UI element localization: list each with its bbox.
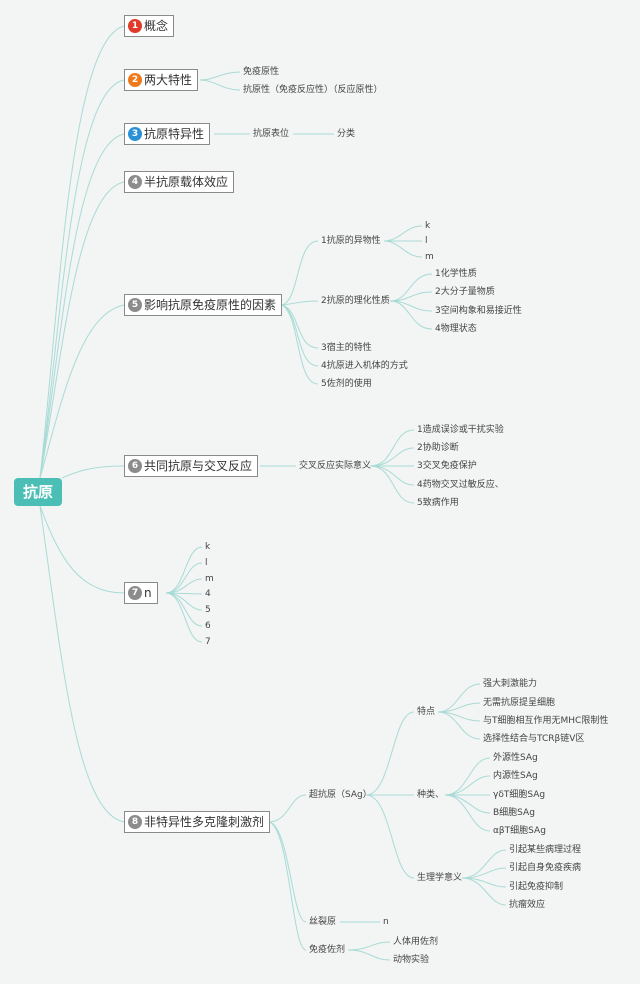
node-superantigen[interactable]: 超抗原（SAg） <box>309 790 372 800</box>
root-node[interactable]: 抗原 <box>14 478 62 506</box>
node-endogenous-sag[interactable]: 内源性SAg <box>493 771 538 781</box>
node-ab-t-sag[interactable]: αβT细胞SAg <box>493 826 546 836</box>
node-antitumor[interactable]: 抗瘤效应 <box>509 900 546 910</box>
topic-label: 共同抗原与交叉反应 <box>144 459 253 473</box>
node-b-cell-sag[interactable]: B细胞SAg <box>493 808 535 818</box>
number-badge: 6 <box>128 459 142 473</box>
number-badge: 2 <box>128 73 142 87</box>
node-mitogen[interactable]: 丝裂原 <box>309 917 337 927</box>
topic-two-properties[interactable]: 2 两大特性 <box>124 69 199 91</box>
node-foreignness-l[interactable]: l <box>425 236 428 246</box>
node-physical-state[interactable]: 4物理状态 <box>435 324 477 334</box>
node-pathogenic[interactable]: 5致病作用 <box>417 498 459 508</box>
topic-polyclonal-stimulators[interactable]: 8 非特异性多克隆刺激剂 <box>124 811 271 833</box>
node-7-6[interactable]: 6 <box>205 621 211 631</box>
topic-n[interactable]: 7 n <box>124 582 158 604</box>
node-animal-experiment[interactable]: 动物实验 <box>393 955 430 965</box>
node-gd-t-sag[interactable]: γδT细胞SAg <box>493 790 546 800</box>
node-7-5[interactable]: 5 <box>205 605 211 615</box>
node-mitogen-n[interactable]: n <box>383 917 389 927</box>
node-types[interactable]: 种类、 <box>417 790 445 800</box>
node-cross-reaction-significance[interactable]: 交叉反应实际意义 <box>299 461 372 471</box>
node-adjuvant[interactable]: 5佐剂的使用 <box>321 379 372 389</box>
number-badge: 3 <box>128 127 142 141</box>
topic-hapten-carrier[interactable]: 4 半抗原载体效应 <box>124 171 235 193</box>
node-human-adjuvant[interactable]: 人体用佐剂 <box>393 937 439 947</box>
node-exogenous-sag[interactable]: 外源性SAg <box>493 753 538 763</box>
topic-specificity[interactable]: 3 抗原特异性 <box>124 123 211 145</box>
node-immunosuppression[interactable]: 引起免疫抑制 <box>509 882 564 892</box>
node-route[interactable]: 4抗原进入机体的方式 <box>321 361 408 371</box>
topic-label: 非特异性多克隆刺激剂 <box>144 815 265 829</box>
node-7-7[interactable]: 7 <box>205 637 211 647</box>
node-assist-diagnosis[interactable]: 2协助诊断 <box>417 443 459 453</box>
node-classification[interactable]: 分类 <box>337 129 356 139</box>
node-chemical-nature[interactable]: 1化学性质 <box>435 269 477 279</box>
node-foreignness[interactable]: 1抗原的异物性 <box>321 236 381 246</box>
topic-label: n <box>144 586 152 600</box>
topic-concept[interactable]: 1 概念 <box>124 15 175 37</box>
node-immune-adjuvant[interactable]: 免疫佐剂 <box>309 945 346 955</box>
node-7-m[interactable]: m <box>205 574 214 584</box>
number-badge: 8 <box>128 815 142 829</box>
node-7-4[interactable]: 4 <box>205 589 211 599</box>
topic-immunogenicity-factors[interactable]: 5 影响抗原免疫原性的因素 <box>124 294 283 316</box>
topic-label: 两大特性 <box>144 73 193 87</box>
topic-common-antigen[interactable]: 6 共同抗原与交叉反应 <box>124 455 259 477</box>
node-antigenicity[interactable]: 抗原性（免疫反应性）（反应原性） <box>243 85 383 95</box>
node-drug-allergy[interactable]: 4药物交叉过敏反应、 <box>417 480 504 490</box>
node-7-l[interactable]: l <box>205 558 208 568</box>
node-immunogenicity[interactable]: 免疫原性 <box>243 67 280 77</box>
number-badge: 7 <box>128 586 142 600</box>
node-foreignness-k[interactable]: k <box>425 221 431 231</box>
node-epitope[interactable]: 抗原表位 <box>253 129 290 139</box>
node-features[interactable]: 特点 <box>417 707 436 717</box>
node-no-mhc-restriction[interactable]: 与T细胞相互作用无MHC限制性 <box>483 716 609 726</box>
node-foreignness-m[interactable]: m <box>425 252 434 262</box>
node-tcr-binding[interactable]: 选择性结合与TCRβ链V区 <box>483 734 585 744</box>
topic-label: 抗原特异性 <box>144 127 205 141</box>
node-physicochemical[interactable]: 2抗原的理化性质 <box>321 296 390 306</box>
number-badge: 4 <box>128 175 142 189</box>
node-misdiagnosis[interactable]: 1造成误诊或干扰实验 <box>417 425 504 435</box>
topic-label: 影响抗原免疫原性的因素 <box>144 298 277 312</box>
node-no-apc[interactable]: 无需抗原提呈细胞 <box>483 698 556 708</box>
number-badge: 1 <box>128 19 142 33</box>
node-conformation[interactable]: 3空间构象和易接近性 <box>435 306 522 316</box>
topic-label: 半抗原载体效应 <box>144 175 229 189</box>
number-badge: 5 <box>128 298 142 312</box>
node-strong-stimulation[interactable]: 强大刺激能力 <box>483 679 538 689</box>
topic-label: 概念 <box>144 19 169 33</box>
node-cross-protection[interactable]: 3交叉免疫保护 <box>417 461 477 471</box>
node-physiological-significance[interactable]: 生理学意义 <box>417 873 463 883</box>
node-host-factors[interactable]: 3宿主的特性 <box>321 343 372 353</box>
node-pathology[interactable]: 引起某些病理过程 <box>509 845 582 855</box>
node-7-k[interactable]: k <box>205 542 211 552</box>
node-autoimmune[interactable]: 引起自身免疫疾病 <box>509 863 582 873</box>
node-molecular-weight[interactable]: 2大分子量物质 <box>435 287 495 297</box>
